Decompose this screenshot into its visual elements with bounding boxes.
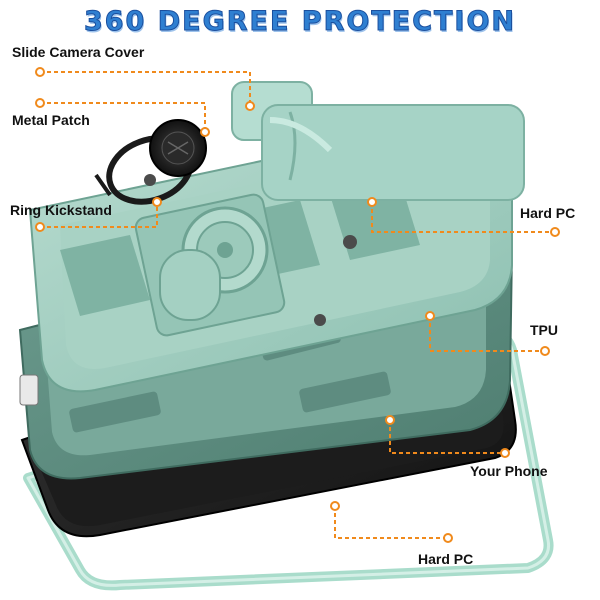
callout-slide-camera-cover: Slide Camera Cover	[12, 44, 145, 60]
page-title: 360 DEGREE PROTECTION	[83, 6, 517, 38]
callout-dots	[35, 67, 560, 543]
callout-metal-patch: Metal Patch	[12, 112, 90, 128]
callout-ring-kickstand: Ring Kickstand	[10, 202, 112, 218]
callout-your-phone: Your Phone	[470, 463, 548, 479]
callout-leader-lines	[40, 71, 555, 539]
slide-camera-cover	[231, 81, 525, 201]
callout-tpu: TPU	[530, 322, 558, 338]
hard-pc-back-plate	[28, 117, 513, 393]
metal-ring-kickstand	[94, 119, 207, 205]
callout-hard-pc-top: Hard PC	[520, 205, 576, 221]
callout-hard-pc-bottom: Hard PC	[418, 551, 474, 567]
